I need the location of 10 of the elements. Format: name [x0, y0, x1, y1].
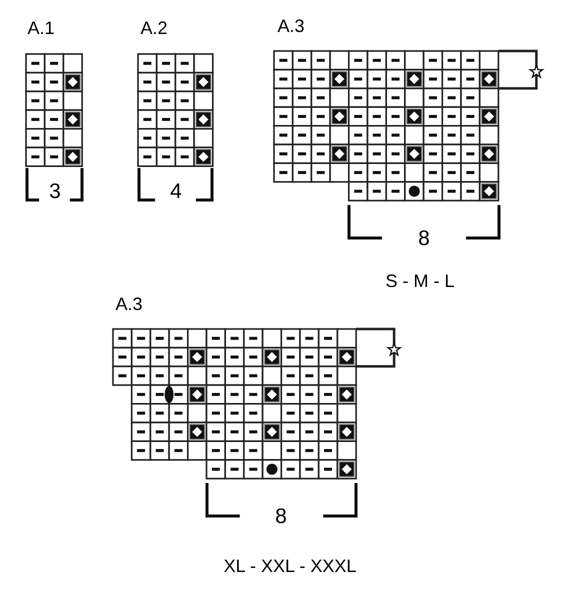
chart-label: A.2 — [140, 19, 168, 37]
stitch-count: 4 — [170, 181, 182, 202]
size-label: XL - XXL - XXXL — [224, 557, 356, 575]
chart-label: A.3 — [115, 295, 143, 313]
chart-label: A.1 — [27, 19, 55, 37]
size-label: S - M - L — [386, 272, 454, 290]
stitch-count: 8 — [275, 506, 287, 527]
stitch-count: 8 — [418, 228, 430, 249]
stitch-count: 3 — [49, 181, 61, 202]
chart-label: A.3 — [277, 17, 305, 35]
